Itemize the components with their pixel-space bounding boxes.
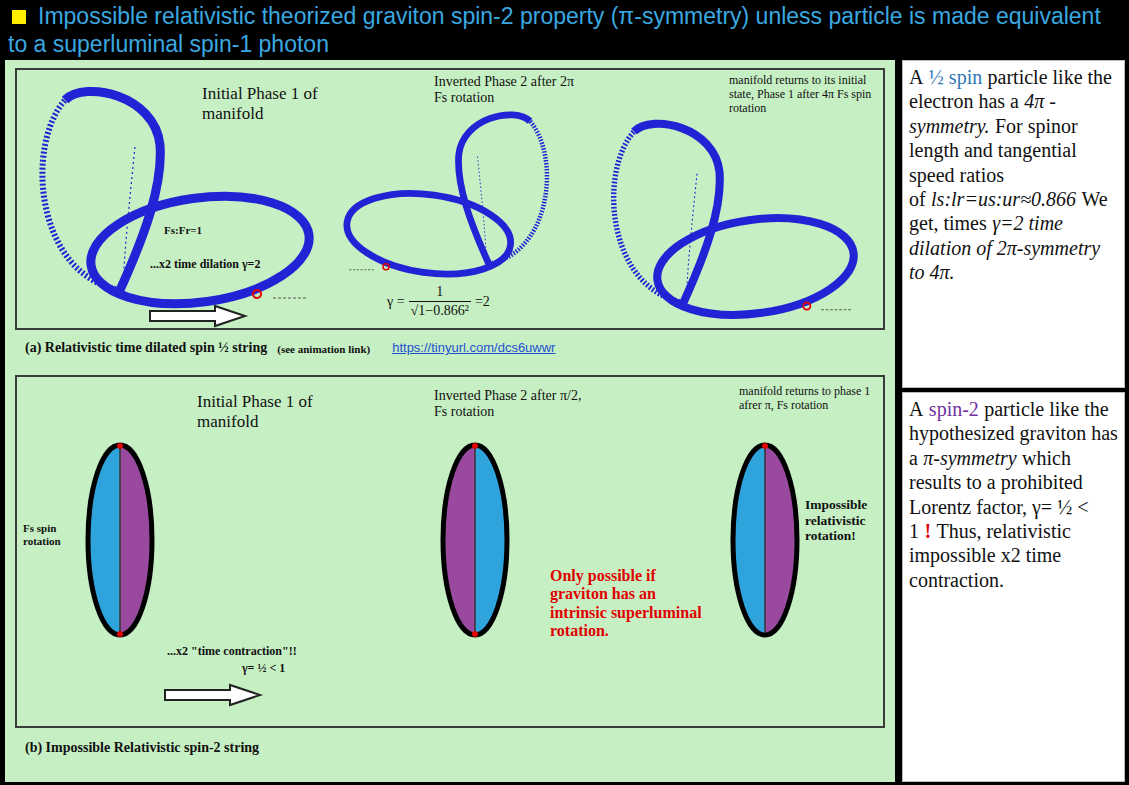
ellipse-axis [119,445,121,635]
spin-half-ribbon [614,124,860,327]
note-text: ls:lr=us:ur≈0.866 [931,188,1076,210]
panel-text: ...x2 time dilation γ=2 [150,258,260,272]
note-text: π-symmetry [923,447,1016,469]
formula-part: γ = [387,294,405,310]
formula-part: =2 [475,294,490,310]
panel-text: Only possible if graviton has an intrins… [550,567,715,641]
note-box: A½ spinparticle like the electron has a4… [902,60,1125,388]
ellipse-half [120,445,152,635]
green-ground [5,60,895,782]
spin2-ellipse [733,443,797,635]
ellipse-axis [474,445,476,635]
panel-text: Inverted Phase 2 after 2π Fs rotation [434,74,579,106]
figure-panel: Initial Phase 1 of manifold Inverted Phas… [15,375,885,728]
marker-dot [117,631,123,637]
note-box: Aspin-2particle like the hypothesized gr… [902,392,1125,782]
ellipse-half [765,445,797,635]
note-text: A [909,66,923,88]
ellipse-half [733,445,765,635]
fraction-denominator: √1−0.866² [409,301,471,319]
title-bullet [12,10,26,24]
title-text: Impossible relativistic theorized gravit… [8,2,1120,58]
formula: γ = 1 √1−0.866² =2 [387,284,490,319]
caption-label: (a) Relativistic time dilated spin ½ str… [25,340,267,356]
panel-text: γ= ½ < 1 [242,662,285,676]
panel-text: Initial Phase 1 of manifold [202,84,327,123]
panel-text: manifold returns to phase 1 afrer π, Fs … [739,385,879,413]
marker-dot [117,443,123,449]
caption-note: (see animation link) [277,343,370,355]
note-text: A [909,398,923,420]
link-label: https://tinyurl.com/dcs6uwwr [392,340,555,355]
ellipse-outline [733,445,797,635]
spin2-ellipse [443,443,507,637]
panel-text: Fs:Fr=1 [164,224,202,237]
hollow-arrow [150,306,245,326]
panel-text: manifold returns to its initial state, P… [729,74,879,115]
formula-text: √1−0.866² [411,303,469,318]
panel-text: Impossible relativistic rotation! [805,497,881,544]
formula-text: =2 [475,294,490,309]
ellipse-outline [88,445,152,635]
caption-label: (b) Impossible Relativistic spin-2 strin… [25,740,259,756]
marker-dot [472,443,478,449]
marker-dot [472,631,478,637]
ellipse-half [443,445,475,635]
ellipse-half [88,445,120,635]
fraction-numerator: 1 [434,284,445,301]
note-text: Thus, relativistic impossible x2 time co… [909,520,1071,591]
spin2-ellipse [88,443,152,637]
marker-dot [762,443,768,449]
spin-half-ribbon [42,91,316,316]
panel-text: ...x2 "time contraction"!! [167,645,297,659]
ellipse-outline [443,445,507,635]
panel-text: Inverted Phase 2 after π/2, Fs rotation [434,388,584,420]
spin-half-ribbon [342,115,547,284]
hollow-arrow [165,685,260,705]
ellipse-half [475,445,507,635]
note-text: spin-2 [929,398,979,420]
fraction: 1 √1−0.866² [409,284,471,319]
figure-panel: γ = 1 √1−0.866² =2 Initial Phase 1 of manifo… [15,68,885,330]
note-text: ½ spin [929,66,982,88]
panel-text: Fs spin rotation [23,522,83,547]
formula-text: 1 [436,284,443,299]
note-text: ! [924,520,931,542]
formula-text: γ = [387,294,405,309]
panel-text: Initial Phase 1 of manifold [197,392,327,431]
ellipse-axis [764,445,766,635]
